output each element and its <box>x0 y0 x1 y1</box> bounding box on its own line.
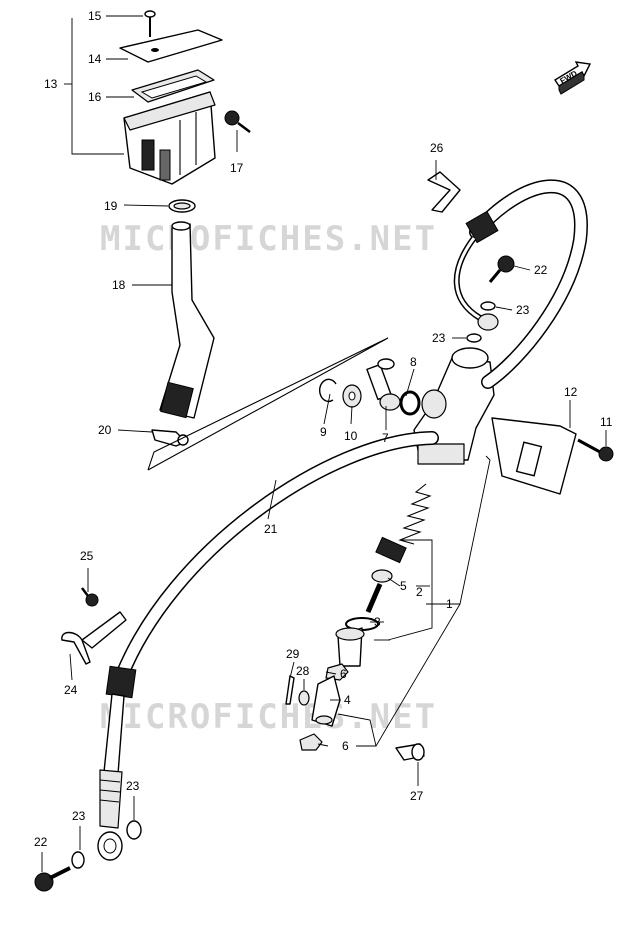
leader-lines <box>41 15 607 872</box>
clevis <box>311 675 341 727</box>
callout-labels: 15 14 13 16 17 19 18 20 21 9 10 7 8 26 2… <box>34 9 613 849</box>
washer <box>342 384 362 408</box>
callout-24: 24 <box>64 683 78 697</box>
callout-5: 5 <box>400 579 407 593</box>
bracket-bolt-lower <box>81 587 99 607</box>
clevis-nut-lower <box>299 733 323 751</box>
bracket-bolt <box>577 438 614 462</box>
watermark-bottom: MICROFICHES.NET <box>100 697 437 737</box>
hose-guide-clip <box>427 171 461 213</box>
callout-17: 17 <box>230 161 244 175</box>
clevis-washer <box>298 690 310 706</box>
callout-28: 28 <box>296 664 310 678</box>
gasket-lower-left <box>71 851 85 869</box>
fwd-arrow-icon: FWD <box>554 61 592 95</box>
reservoir-cap-screw <box>144 10 156 37</box>
callout-3: 3 <box>374 615 381 629</box>
callout-23-lower-left: 23 <box>72 809 86 823</box>
callout-22-upper: 22 <box>534 263 548 277</box>
callout-23-upper: 23 <box>516 303 530 317</box>
callout-26: 26 <box>430 141 444 155</box>
callout-13: 13 <box>44 77 58 91</box>
callout-16: 16 <box>88 90 102 104</box>
callout-18: 18 <box>112 278 126 292</box>
piston-cup <box>375 536 407 564</box>
gasket-lower-right <box>126 820 142 840</box>
callout-1: 1 <box>446 597 453 611</box>
return-spring <box>398 483 432 545</box>
callout-22-lower: 22 <box>34 835 48 849</box>
upper-brake-hose <box>453 179 588 389</box>
callout-4: 4 <box>344 693 351 707</box>
callout-25: 25 <box>80 549 94 563</box>
reservoir-bolt <box>224 110 251 133</box>
clevis-nut-upper <box>325 663 349 681</box>
hose-clamp-bracket <box>61 611 127 665</box>
callout-11: 11 <box>600 415 613 429</box>
callout-23-middle: 23 <box>432 331 446 345</box>
cotter-pin <box>285 675 295 705</box>
callout-23-lower-right: 23 <box>126 779 140 793</box>
dust-boot <box>335 627 365 667</box>
callout-9: 9 <box>320 425 327 439</box>
union-bolt-lower <box>34 866 71 892</box>
piston <box>365 569 393 613</box>
reservoir-diaphragm <box>131 69 215 103</box>
callout-15: 15 <box>88 9 102 23</box>
callout-2: 2 <box>416 585 423 599</box>
hose-clamp-lower <box>151 429 189 447</box>
callout-12: 12 <box>564 385 578 399</box>
callout-8: 8 <box>410 355 417 369</box>
hose-clamp-upper <box>168 199 196 213</box>
cylinder-reference-frame <box>147 337 389 471</box>
callout-6-upper: 6 <box>340 667 347 681</box>
reservoir-cap-plate <box>119 29 223 63</box>
circlip <box>319 378 337 403</box>
inlet-connector <box>366 358 401 411</box>
brake-hose <box>97 431 439 861</box>
reservoir-hose <box>159 221 215 419</box>
clevis-pin <box>395 743 425 761</box>
gasket-upper <box>466 301 496 343</box>
callout-7: 7 <box>382 431 389 445</box>
callout-10: 10 <box>344 429 358 443</box>
callout-21: 21 <box>264 522 278 536</box>
master-cylinder-body <box>413 347 495 465</box>
reservoir-body <box>123 91 216 185</box>
cylinder-bracket <box>491 417 577 495</box>
o-ring <box>399 390 421 416</box>
callout-27: 27 <box>410 789 424 803</box>
watermark-top: MICROFICHES.NET <box>100 219 437 259</box>
callout-6-lower: 6 <box>342 739 349 753</box>
callout-19: 19 <box>104 199 118 213</box>
union-bolt-upper <box>488 255 515 283</box>
callout-29: 29 <box>286 647 300 661</box>
callout-20: 20 <box>98 423 112 437</box>
callout-14: 14 <box>88 52 102 66</box>
